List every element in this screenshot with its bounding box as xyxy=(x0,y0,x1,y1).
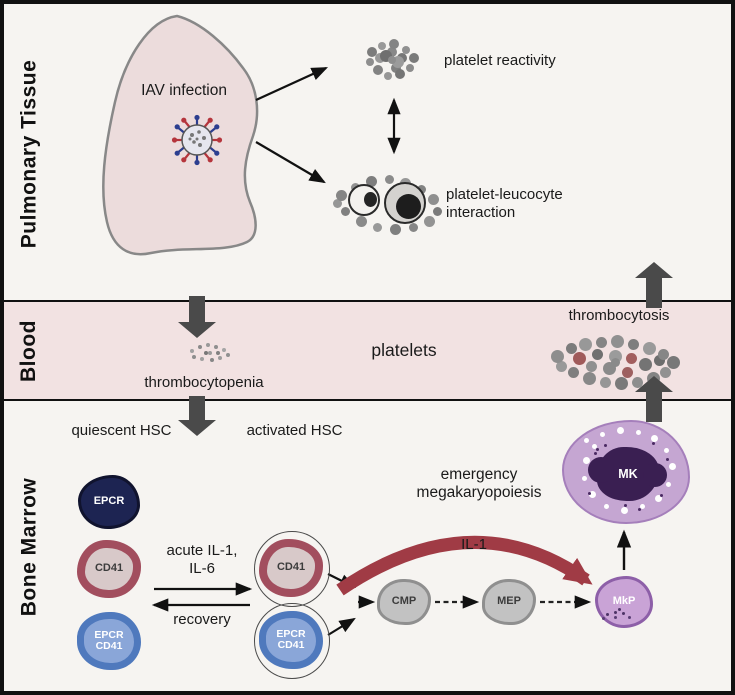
acute-signals-label: acute IL-1, IL-6 xyxy=(166,542,238,577)
pulmonary-tissue-label: Pulmonary Tissue xyxy=(17,59,41,249)
epcr-cd41-cell-label: EPCR CD41 xyxy=(276,627,306,651)
flow-arrow-blood-to-marrow xyxy=(178,396,216,436)
mk-nucleus: MK xyxy=(588,447,667,501)
epcr-cd41-cell-label: EPCR CD41 xyxy=(94,628,124,652)
platelet-leucocyte-label: platelet-leucocyte interaction xyxy=(446,186,563,221)
blood-label: Blood xyxy=(17,319,41,382)
cd41-cell: CD41 xyxy=(77,540,141,598)
blood-band xyxy=(4,300,731,401)
lung-shape xyxy=(102,14,259,256)
bone-marrow-label: Bone Marrow xyxy=(17,477,41,617)
activated-cd41-cell: CD41 xyxy=(254,531,330,607)
mk-cell: MK xyxy=(562,420,690,524)
epcr-cell: EPCR xyxy=(78,475,140,529)
activated-hsc-label: activated HSC xyxy=(246,422,343,439)
activated-epcr-cd41-cell: EPCR CD41 xyxy=(254,603,330,679)
arrow-cd41-to-chain xyxy=(327,573,356,588)
epcr-cd41-cell: EPCR CD41 xyxy=(77,612,141,670)
cmp-cell-label: CMP xyxy=(391,595,417,608)
mep-cell: MEP xyxy=(482,579,536,625)
leucocyte-icon xyxy=(384,182,426,224)
platelet-reactivity-label: platelet reactivity xyxy=(444,52,556,69)
il1-label: IL-1 xyxy=(461,536,487,553)
quiescent-hsc-label: quiescent HSC xyxy=(71,422,172,439)
cd41-cell-label: CD41 xyxy=(94,562,124,575)
arrow-epcr-cd41-to-chain xyxy=(327,617,356,636)
thrombocytopenia-label: thrombocytopenia xyxy=(144,374,264,391)
epcr-cd41-cell: EPCR CD41 xyxy=(259,611,323,669)
platelet-leucocyte-cluster xyxy=(326,162,454,244)
thrombocytosis-label: thrombocytosis xyxy=(568,307,670,324)
cd41-cell-label: CD41 xyxy=(276,561,306,574)
recovery-label: recovery xyxy=(173,611,231,628)
emergency-megakaryopoiesis-label: emergency megakaryopoiesis xyxy=(416,466,542,502)
cmp-cell: CMP xyxy=(377,579,431,625)
epcr-cell-label: EPCR xyxy=(93,495,125,508)
virus-icon xyxy=(171,114,223,166)
section-label-blood: Blood xyxy=(6,302,52,399)
mkp-cell: MkP xyxy=(595,576,653,628)
mk-specks xyxy=(594,452,597,455)
section-label-pulmonary: Pulmonary Tissue xyxy=(6,12,52,296)
thrombocytopenia-cluster xyxy=(182,340,238,366)
leucocyte-icon xyxy=(348,184,380,216)
iav-infection-label: IAV infection xyxy=(141,82,227,99)
mk-cell-label: MK xyxy=(618,467,638,481)
platelets-label: platelets xyxy=(371,340,437,360)
section-label-bone-marrow: Bone Marrow xyxy=(6,403,52,691)
cd41-cell: CD41 xyxy=(259,539,323,597)
mep-cell-label: MEP xyxy=(497,595,521,608)
platelet-reactivity-cluster xyxy=(356,34,428,84)
mk-granules xyxy=(584,438,589,443)
thrombocytosis-cluster xyxy=(539,332,699,394)
mkp-cell-label: MkP xyxy=(612,595,636,608)
